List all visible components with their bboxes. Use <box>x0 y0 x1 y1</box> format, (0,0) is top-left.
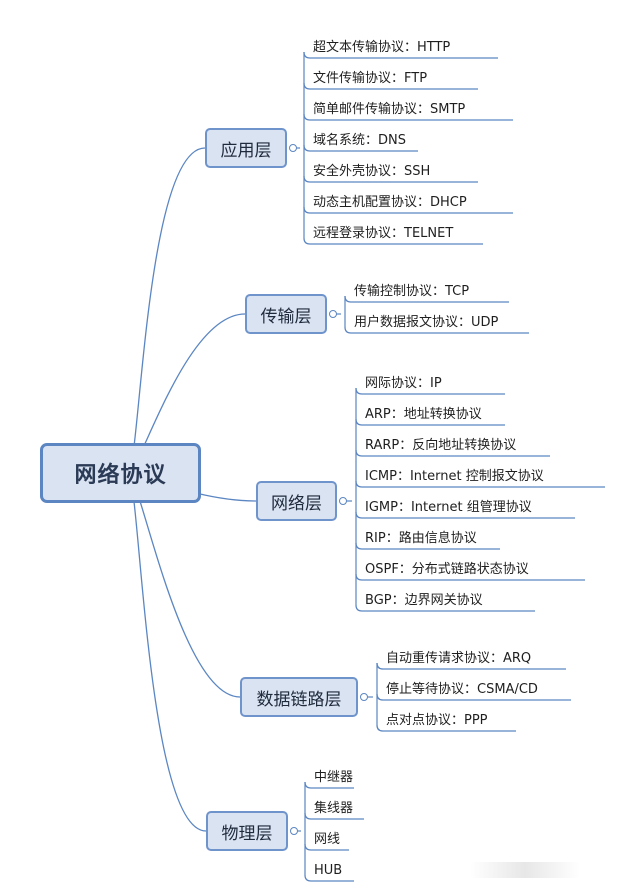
leaf-underline <box>355 387 505 395</box>
leaf-underline <box>304 781 354 789</box>
leaf-underline <box>376 724 516 732</box>
leaf-underline <box>355 542 500 550</box>
leaf-underline <box>355 511 575 519</box>
category-node: 应用层 <box>205 128 287 168</box>
leaf-underline <box>304 874 354 882</box>
leaf-node: BGP：边界网关协议 <box>365 593 483 608</box>
watermark <box>470 862 580 878</box>
leaf-node: 自动重传请求协议：ARQ <box>386 651 532 666</box>
category-node: 传输层 <box>245 294 327 334</box>
leaf-underline <box>304 843 349 851</box>
category-node: 网络层 <box>256 481 337 521</box>
leaf-underline <box>355 604 535 612</box>
leaf-underline <box>376 693 571 701</box>
leaf-node: ARP：地址转换协议 <box>365 407 482 422</box>
leaf-underline <box>303 113 513 121</box>
leaf-node: 文件传输协议：FTP <box>313 71 428 86</box>
connector-root-to-category <box>127 472 241 698</box>
collapse-toggle-icon <box>339 497 347 505</box>
collapse-toggle-icon <box>360 693 368 701</box>
leaf-underline <box>355 449 550 457</box>
leaf-node: 集线器 <box>314 801 354 816</box>
leaf-underline <box>303 144 418 152</box>
leaf-node: 域名系统：DNS <box>313 133 406 148</box>
leaf-underline <box>304 812 364 820</box>
leaf-node: 超文本传输协议：HTTP <box>313 40 451 55</box>
collapse-toggle-icon <box>329 310 337 318</box>
leaf-node: 中继器 <box>314 770 354 785</box>
collapse-toggle-icon <box>290 827 298 835</box>
leaf-node: IGMP：Internet 组管理协议 <box>365 500 532 515</box>
leaf-node: 点对点协议：PPP <box>386 713 488 728</box>
leaf-node: RARP：反向地址转换协议 <box>365 438 517 453</box>
category-node: 物理层 <box>206 811 288 851</box>
leaf-underline <box>376 662 566 670</box>
leaf-underline <box>303 206 513 214</box>
root-node: 网络协议 <box>40 443 201 503</box>
leaf-node: 用户数据报文协议：UDP <box>354 315 499 330</box>
leaf-underline <box>303 237 483 245</box>
leaf-node: RIP：路由信息协议 <box>365 531 477 546</box>
leaf-node: 动态主机配置协议：DHCP <box>313 195 467 210</box>
leaf-underline <box>303 82 478 90</box>
leaf-node: HUB <box>314 863 343 878</box>
leaf-underline <box>344 295 509 303</box>
leaf-node: 简单邮件传输协议：SMTP <box>313 102 466 117</box>
leaf-underline <box>303 175 478 183</box>
category-node: 数据链路层 <box>240 677 358 717</box>
leaf-node: 远程登录协议：TELNET <box>313 226 454 241</box>
leaf-node: OSPF：分布式链路状态协议 <box>365 562 529 577</box>
leaf-node: 传输控制协议：TCP <box>354 284 470 299</box>
collapse-toggle-icon <box>289 144 297 152</box>
leaf-underline <box>344 326 529 334</box>
leaf-node: ICMP：Internet 控制报文协议 <box>365 469 544 484</box>
leaf-underline <box>355 480 605 488</box>
connector-root-to-category <box>127 147 206 474</box>
leaf-underline <box>303 51 498 59</box>
leaf-underline <box>355 418 505 426</box>
leaf-node: 网线 <box>314 832 341 847</box>
leaf-node: 安全外壳协议：SSH <box>313 164 431 179</box>
leaf-node: 网际协议：IP <box>365 376 442 391</box>
leaf-underline <box>355 573 585 581</box>
leaf-node: 停止等待协议：CSMA/CD <box>386 682 538 697</box>
connector-root-to-category <box>127 472 207 832</box>
